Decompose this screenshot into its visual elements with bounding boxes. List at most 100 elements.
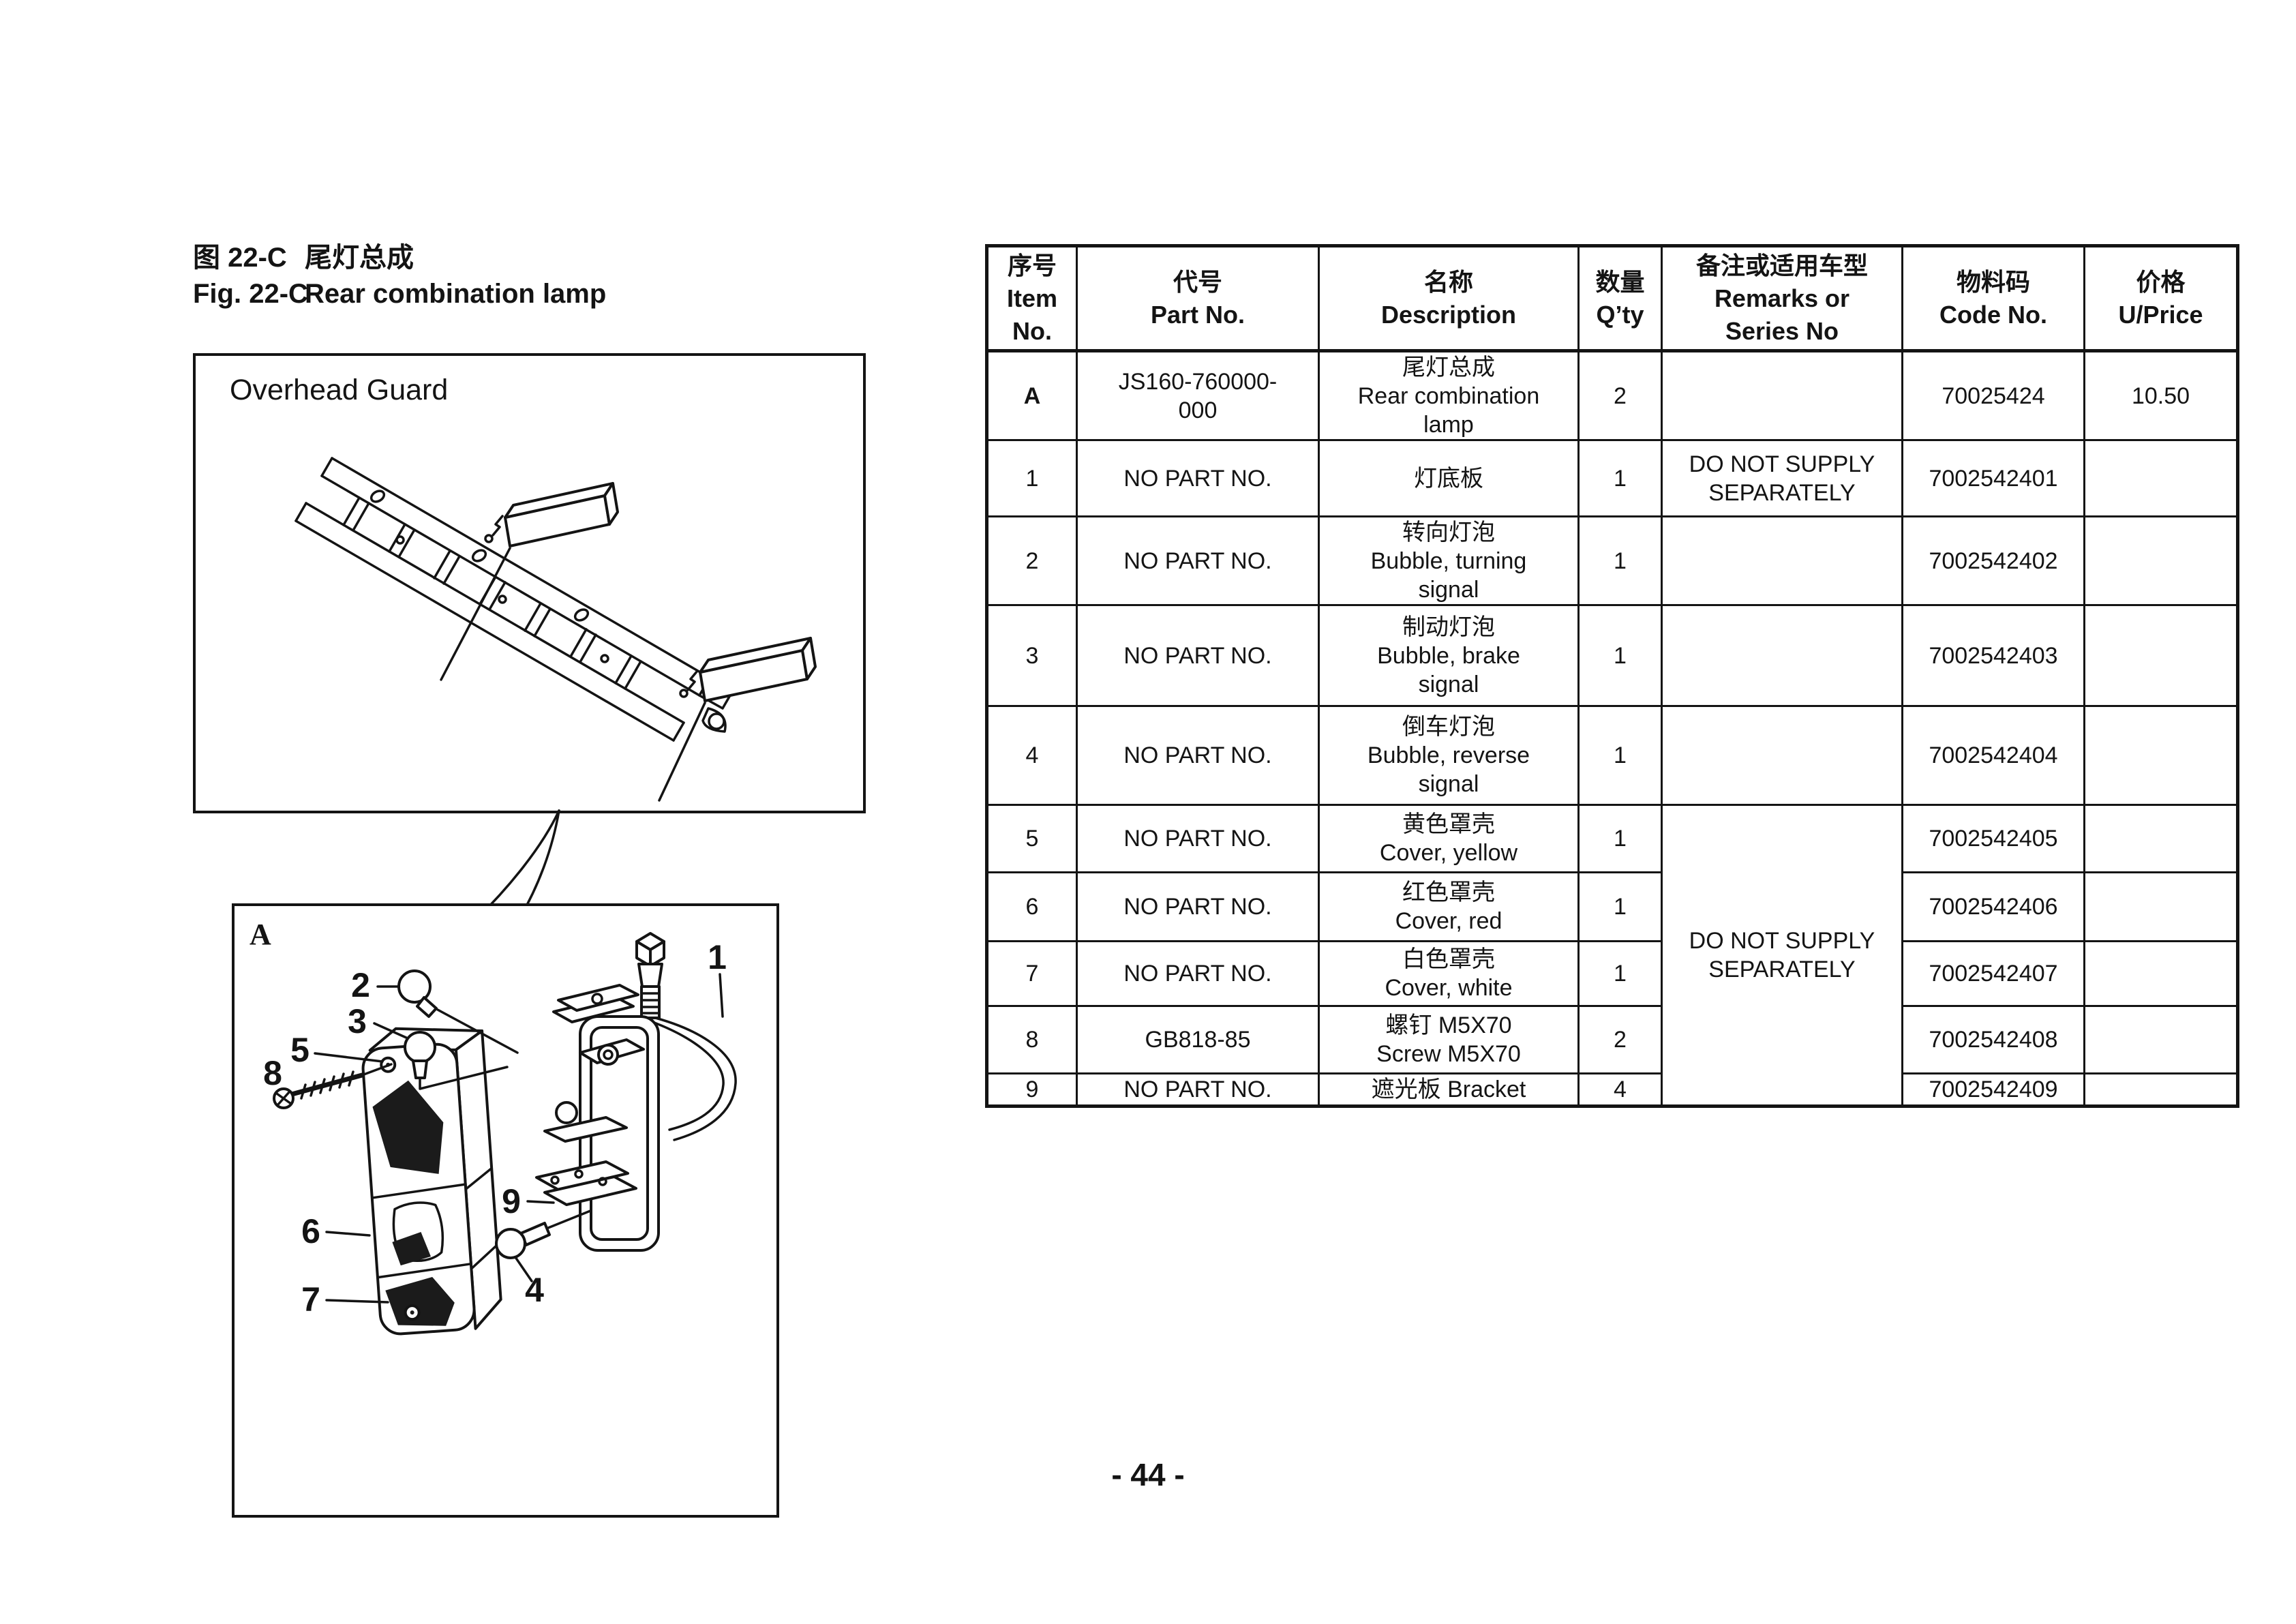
screw-m5x70 (273, 1063, 393, 1109)
callout-6: 6 (301, 1212, 320, 1250)
cell-part: NO PART NO. (1076, 871, 1320, 942)
cell-qty: 1 (1577, 604, 1663, 707)
bulb-turning-signal (397, 969, 519, 1054)
callout-4: 4 (525, 1271, 544, 1309)
cell-qty: 1 (1577, 705, 1663, 806)
cell-code: 7002542406 (1901, 871, 2085, 942)
lamp-assembly-left (440, 482, 619, 681)
header-cell-item: 序号 Item No. (986, 245, 1078, 352)
detail-a-panel: A (232, 903, 779, 1518)
cell-qty: 1 (1577, 439, 1663, 517)
cell-desc: 倒车灯泡 Bubble, reverse signal (1318, 705, 1580, 806)
cell-price (2083, 1005, 2239, 1074)
cell-part: NO PART NO. (1076, 515, 1320, 606)
cell-qty: 2 (1577, 350, 1663, 441)
cell-qty: 1 (1577, 804, 1663, 873)
cell-code: 7002542404 (1901, 705, 2085, 806)
header-cell-code: 物料码 Code No. (1901, 245, 2085, 352)
figure-number-column: 图 22-C Fig. 22-C (193, 240, 308, 312)
cell-desc: 黄色罩壳 Cover, yellow (1318, 804, 1580, 873)
overhead-guard-label: Overhead Guard (230, 374, 448, 406)
cell-desc: 灯底板 (1318, 439, 1580, 517)
cell-part: GB818-85 (1076, 1005, 1320, 1074)
cell-desc: 遮光板 Bracket (1318, 1072, 1580, 1107)
cell-desc: 转向灯泡 Bubble, turning signal (1318, 515, 1580, 606)
cell-part: NO PART NO. (1076, 940, 1320, 1007)
cell-qty: 2 (1577, 1005, 1663, 1074)
frame-rail-drawing (294, 457, 734, 742)
cell-remarks (1661, 350, 1903, 441)
connector-and-cable (635, 932, 737, 1141)
cell-code: 7002542403 (1901, 604, 2085, 707)
header-cell-desc: 名称 Description (1318, 245, 1580, 352)
cell-desc: 制动灯泡 Bubble, brake signal (1318, 604, 1580, 707)
overhead-guard-drawing: Overhead Guard (230, 374, 817, 802)
cell-qty: 1 (1577, 515, 1663, 606)
bulb-brake-signal (404, 1031, 509, 1090)
cell-part: NO PART NO. (1076, 705, 1320, 806)
cell-remarks: DO NOT SUPPLY SEPARATELY (1661, 804, 1903, 1107)
cell-item: A (986, 350, 1078, 441)
lens-shading-bottom (385, 1276, 455, 1326)
cell-price (2083, 804, 2239, 873)
cell-item: 2 (986, 515, 1078, 606)
cell-remarks (1661, 705, 1903, 806)
cell-item: 6 (986, 871, 1078, 942)
cell-desc: 尾灯总成 Rear combination lamp (1318, 350, 1580, 441)
cell-item: 1 (986, 439, 1078, 517)
cell-remarks (1661, 515, 1903, 606)
cell-price: 10.50 (2083, 350, 2239, 441)
figure-number-cn: 图 22-C (193, 243, 287, 273)
cell-price (2083, 705, 2239, 806)
callout-9: 9 (502, 1182, 521, 1220)
cell-price (2083, 1072, 2239, 1107)
figure-caption: 图 22-C Fig. 22-C 尾灯总成 Rear combination l… (193, 240, 606, 312)
overhead-guard-panel: Overhead Guard (193, 353, 866, 813)
cell-code: 7002542408 (1901, 1005, 2085, 1074)
figure-title-cn: 尾灯总成 (305, 243, 414, 273)
cell-price (2083, 871, 2239, 942)
cell-item: 3 (986, 604, 1078, 707)
cell-qty: 1 (1577, 940, 1663, 1007)
lens-shading-middle (392, 1231, 431, 1266)
cell-qty: 4 (1577, 1072, 1663, 1107)
callout-8: 8 (263, 1054, 282, 1092)
cell-part: NO PART NO. (1076, 804, 1320, 873)
cell-part: NO PART NO. (1076, 439, 1320, 517)
cell-part: NO PART NO. (1076, 1072, 1320, 1107)
header-cell-part: 代号 Part No. (1076, 245, 1320, 352)
cell-code: 7002542405 (1901, 804, 2085, 873)
cell-item: 4 (986, 705, 1078, 806)
cell-item: 8 (986, 1005, 1078, 1074)
callout-leaders (314, 973, 724, 1304)
lamp-housing (535, 984, 660, 1252)
cell-code: 7002542402 (1901, 515, 2085, 606)
header-cell-remarks: 备注或适用车型 Remarks or Series No (1661, 245, 1903, 352)
leader-line (658, 702, 706, 802)
leader-line (440, 547, 511, 681)
cell-item: 7 (986, 940, 1078, 1007)
detail-a-label: A (250, 918, 271, 951)
figure-number-en: Fig. 22-C (193, 279, 308, 309)
cell-part: JS160-760000- 000 (1076, 350, 1320, 441)
cell-remarks (1661, 604, 1903, 707)
cell-price (2083, 604, 2239, 707)
cell-part: NO PART NO. (1076, 604, 1320, 707)
bulb-reverse-signal (495, 1209, 592, 1282)
cell-code: 7002542409 (1901, 1072, 2085, 1107)
cell-remarks: DO NOT SUPPLY SEPARATELY (1661, 439, 1903, 517)
cell-price (2083, 439, 2239, 517)
detail-a-drawing: A (250, 918, 737, 1336)
